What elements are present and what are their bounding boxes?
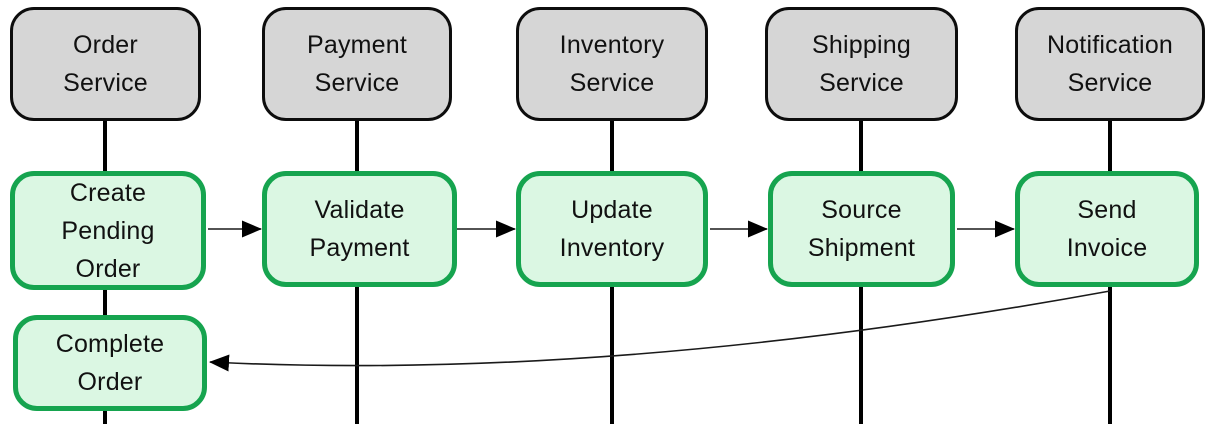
node-label: Payment Service bbox=[306, 31, 408, 97]
node-validate-payment: Validate Payment bbox=[262, 171, 457, 287]
node-label: Complete Order bbox=[55, 330, 165, 396]
node-payment-service: Payment Service bbox=[262, 7, 452, 121]
node-update-inventory: Update Inventory bbox=[516, 171, 708, 287]
node-label: Inventory Service bbox=[559, 31, 665, 97]
node-label: Send Invoice bbox=[1066, 196, 1148, 262]
node-source-shipment: Source Shipment bbox=[768, 171, 955, 287]
arrow-send-invoice-to-complete-order bbox=[209, 290, 1111, 372]
node-inventory-service: Inventory Service bbox=[516, 7, 708, 121]
node-label: Notification Service bbox=[1046, 31, 1174, 97]
node-create-pending-order: Create Pending Order bbox=[10, 171, 206, 290]
node-label: Shipping Service bbox=[812, 31, 911, 97]
node-label: Order Service bbox=[63, 31, 148, 97]
node-label: Update Inventory bbox=[559, 196, 665, 262]
node-complete-order: Complete Order bbox=[13, 315, 207, 411]
node-send-invoice: Send Invoice bbox=[1015, 171, 1199, 287]
node-label: Source Shipment bbox=[807, 196, 916, 262]
node-notification-service: Notification Service bbox=[1015, 7, 1205, 121]
node-shipping-service: Shipping Service bbox=[765, 7, 958, 121]
node-label: Create Pending Order bbox=[61, 178, 155, 283]
node-label: Validate Payment bbox=[309, 196, 410, 262]
node-order-service: Order Service bbox=[10, 7, 201, 121]
